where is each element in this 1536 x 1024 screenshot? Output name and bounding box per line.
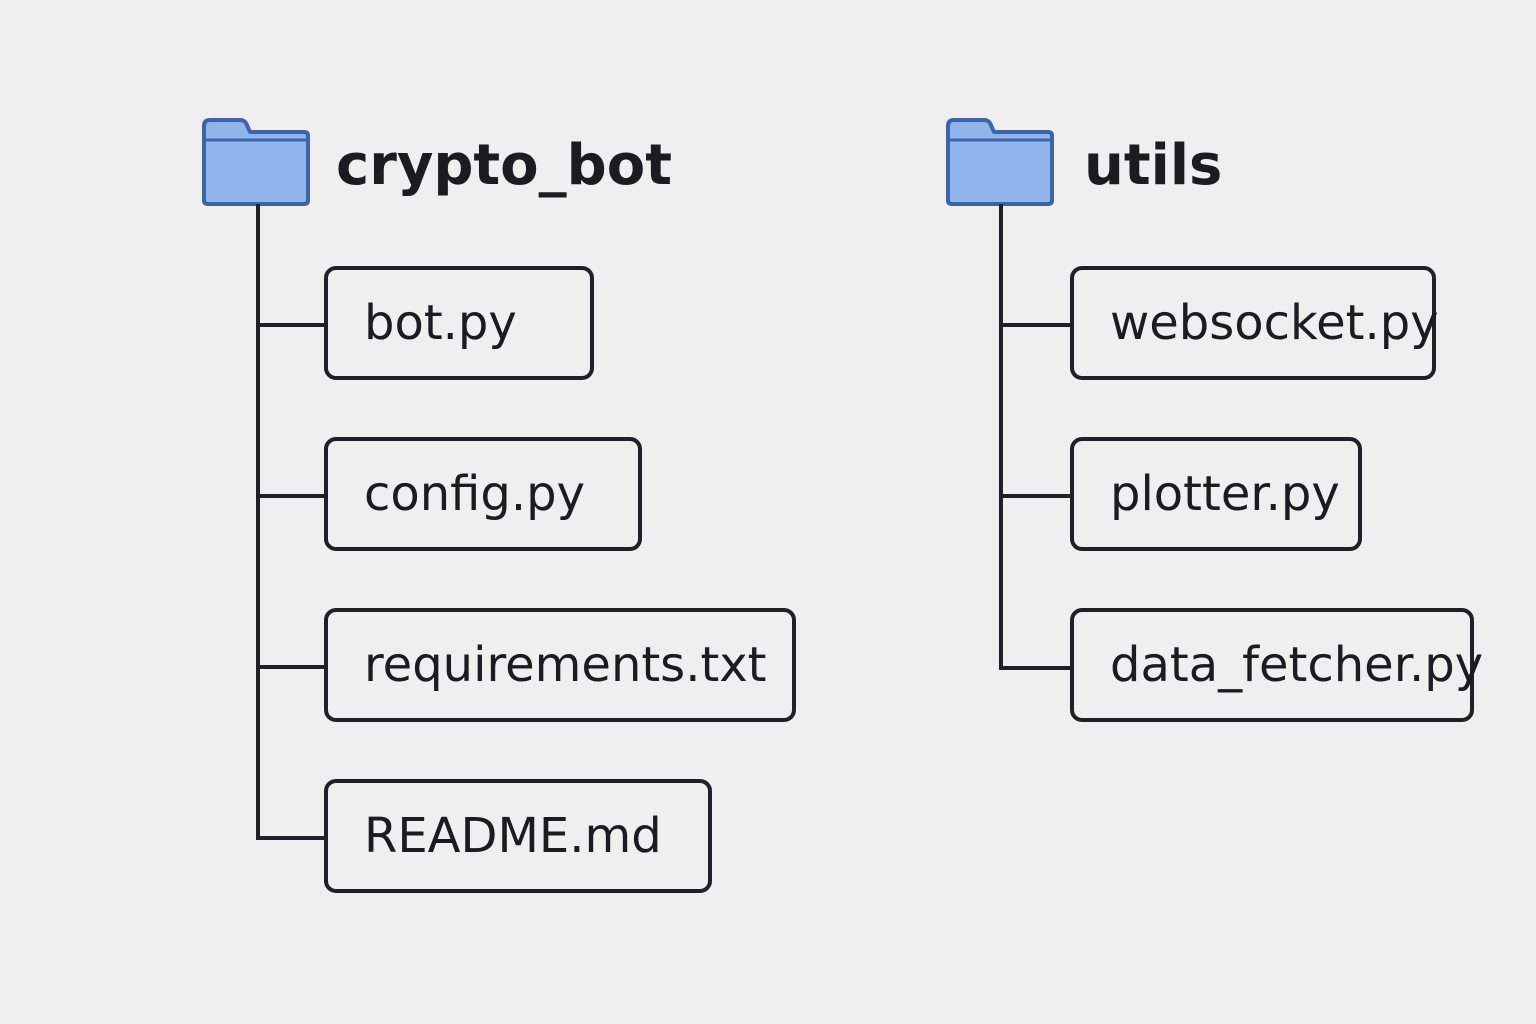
folder-title[interactable]: crypto_bot — [336, 133, 672, 198]
folder-icon[interactable] — [944, 116, 1056, 208]
file-name: README.md — [364, 808, 662, 864]
tree-branch-line — [256, 494, 326, 498]
folder-title[interactable]: utils — [1084, 133, 1223, 198]
folder-icon[interactable] — [200, 116, 312, 208]
file-name: plotter.py — [1110, 466, 1340, 522]
tree-branch-line — [256, 836, 326, 840]
tree-branch-line — [999, 666, 1073, 670]
file-item[interactable]: README.md — [324, 779, 712, 893]
file-item[interactable]: websocket.py — [1070, 266, 1439, 380]
file-name: websocket.py — [1110, 295, 1439, 351]
tree-branch-line — [999, 494, 1073, 498]
file-item[interactable]: config.py — [324, 437, 642, 551]
file-name: bot.py — [364, 295, 517, 351]
file-item[interactable]: requirements.txt — [324, 608, 796, 722]
file-name: requirements.txt — [364, 637, 767, 693]
file-item[interactable]: bot.py — [324, 266, 594, 380]
file-item[interactable]: data_fetcher.py — [1070, 608, 1483, 722]
file-name: data_fetcher.py — [1110, 637, 1484, 693]
tree-trunk-line — [256, 204, 260, 840]
tree-branch-line — [256, 665, 326, 669]
tree-trunk-line — [999, 204, 1003, 670]
file-name: config.py — [364, 466, 586, 522]
file-item[interactable]: plotter.py — [1070, 437, 1362, 551]
tree-branch-line — [999, 323, 1073, 327]
tree-branch-line — [256, 323, 326, 327]
